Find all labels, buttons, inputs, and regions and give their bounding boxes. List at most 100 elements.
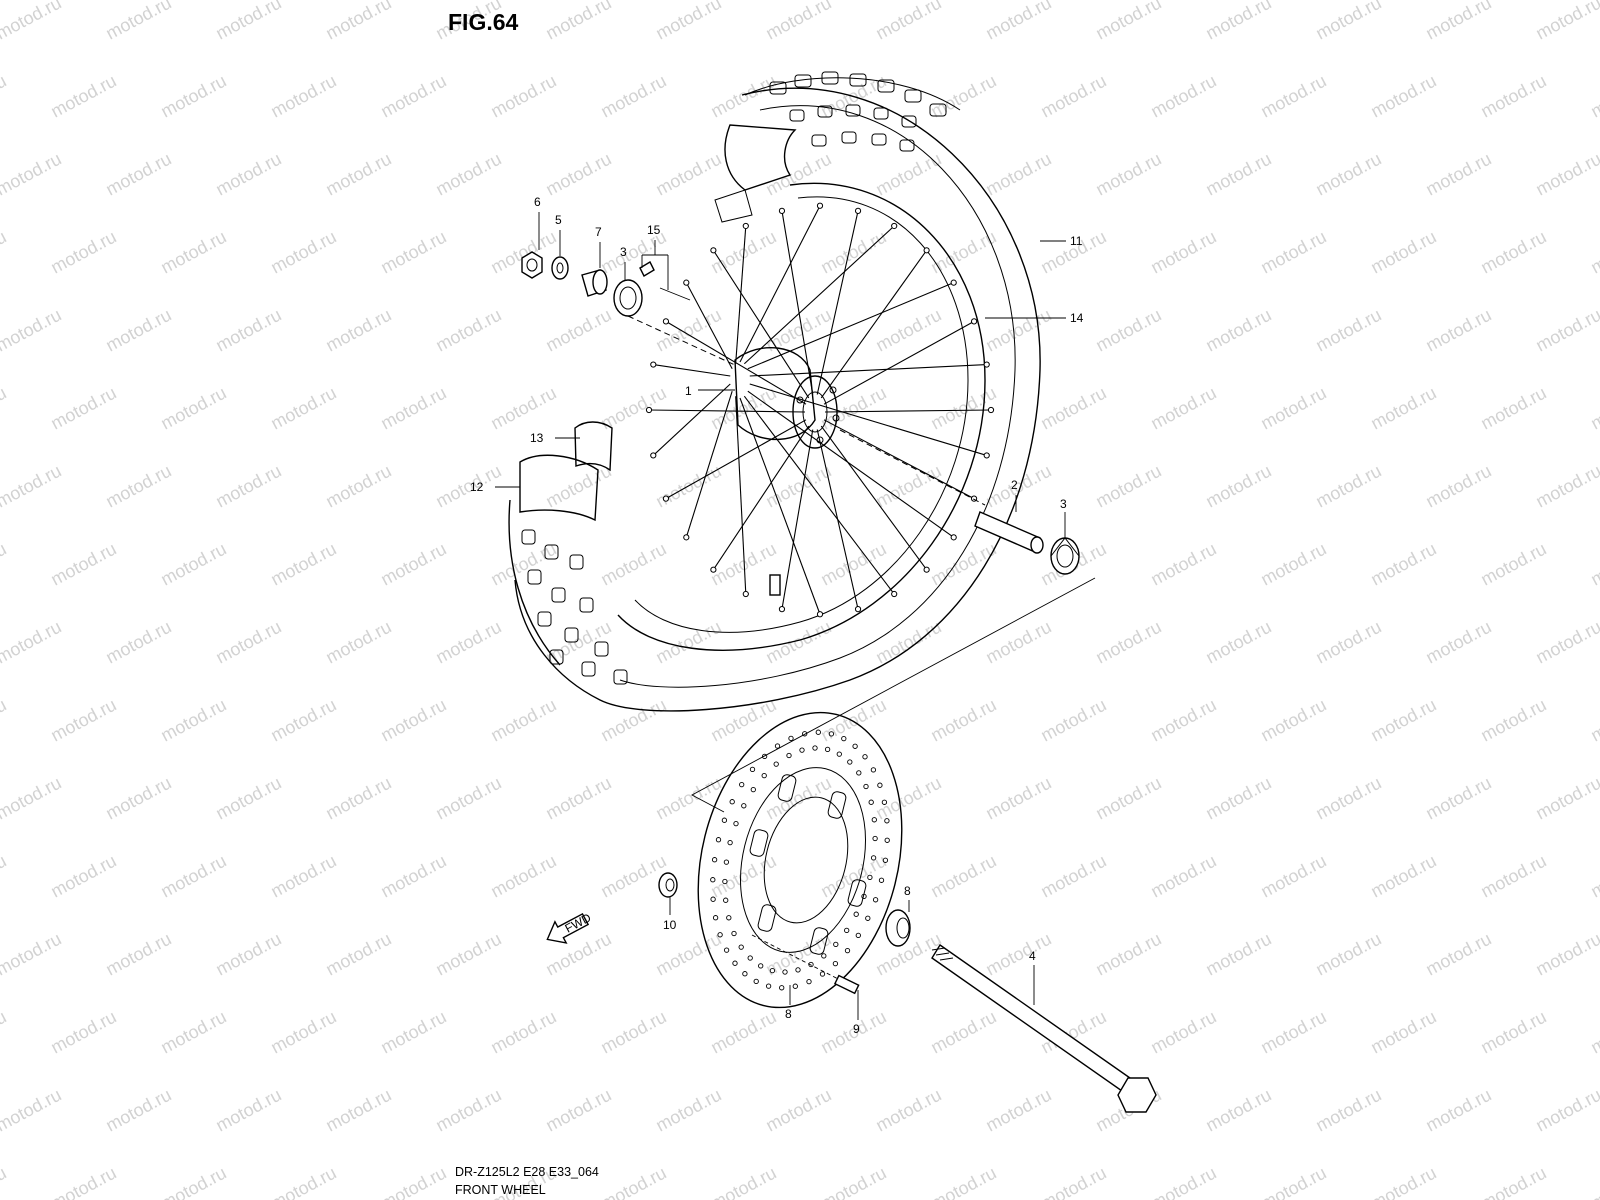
spoke — [781, 429, 814, 610]
watermark-text: motod.ru — [1037, 1163, 1109, 1200]
spoke — [747, 390, 955, 538]
disc-hole — [855, 932, 861, 939]
watermark-text: motod.ru — [597, 1007, 669, 1058]
watermark-text: motod.ru — [1587, 1163, 1600, 1200]
watermark-text: motod.ru — [817, 851, 889, 902]
watermark-text: motod.ru — [982, 617, 1054, 668]
disc-holes — [710, 729, 890, 991]
watermark-text: motod.ru — [487, 695, 559, 746]
watermark-text: motod.ru — [322, 929, 394, 980]
disc-hole — [862, 754, 868, 760]
watermark-text: motod.ru — [47, 227, 119, 278]
watermark-text: motod.ru — [1587, 383, 1600, 434]
axle — [931, 944, 1157, 1113]
spoke-nipple — [816, 202, 824, 209]
watermark-text: motod.ru — [762, 617, 834, 668]
watermark-text: motod.ru — [1587, 695, 1600, 746]
watermark-text: motod.ru — [1037, 71, 1109, 122]
watermark-text: motod.ru — [1147, 851, 1219, 902]
watermark-text: motod.ru — [1202, 773, 1274, 824]
watermark-text: motod.ru — [47, 539, 119, 590]
watermark-text: motod.ru — [1202, 461, 1274, 512]
watermark-text: motod.ru — [1367, 1007, 1439, 1058]
disc-hole — [742, 971, 748, 977]
fwd-label: FWD — [563, 910, 594, 935]
disc-hole — [884, 837, 890, 843]
watermark-text: motod.ru — [377, 695, 449, 746]
disc-hole — [815, 729, 821, 735]
watermark-text: motod.ru — [0, 617, 65, 668]
spoke-nipple — [650, 361, 657, 368]
watermark-text: motod.ru — [47, 1007, 119, 1058]
watermark-text: motod.ru — [1092, 461, 1164, 512]
spoke — [685, 282, 733, 370]
disc-hole — [882, 857, 889, 863]
spoke-nipple — [683, 534, 690, 541]
watermark-text: motod.ru — [1532, 0, 1600, 44]
watermark-text: motod.ru — [0, 695, 10, 746]
right-axle-stack — [839, 429, 1080, 575]
disc-hole — [769, 967, 776, 974]
watermark-text: motod.ru — [652, 1085, 724, 1136]
watermark-text: motod.ru — [1587, 1007, 1600, 1058]
callout-6: 6 — [534, 195, 541, 209]
disc-hole — [867, 874, 873, 881]
watermark-text: motod.ru — [1202, 305, 1274, 356]
front-wheel-illustration — [508, 71, 1041, 712]
callout-11: 11 — [1070, 234, 1083, 248]
spoke-nipple — [983, 452, 990, 459]
watermark-text: motod.ru — [0, 149, 65, 200]
spoke — [823, 320, 975, 405]
watermark-text: motod.ru — [102, 149, 174, 200]
watermark-text: motod.ru — [212, 773, 284, 824]
watermark-text: motod.ru — [542, 305, 614, 356]
watermark-text: motod.ru — [1257, 851, 1329, 902]
spoke-nipple — [970, 318, 978, 325]
disc-hole — [799, 747, 805, 753]
spoke-nipple — [778, 606, 786, 613]
disc-hole — [749, 766, 756, 773]
watermark-text: motod.ru — [1477, 695, 1549, 746]
disc-hole — [788, 735, 794, 742]
disc-hole — [779, 985, 785, 991]
spoke — [824, 409, 992, 413]
watermark-text: motod.ru — [1422, 149, 1494, 200]
tube — [519, 454, 599, 522]
disc-hole — [806, 978, 812, 985]
spoke-nipple — [778, 207, 786, 214]
watermark-text: motod.ru — [1312, 773, 1384, 824]
disc-hole — [832, 960, 839, 967]
brake-disc — [697, 711, 903, 1009]
watermark-text: motod.ru — [1147, 1007, 1219, 1058]
disc-hole — [723, 859, 730, 865]
watermark-text: motod.ru — [542, 1085, 614, 1136]
callout-12: 12 — [470, 480, 484, 494]
spoke-nipple — [923, 247, 930, 254]
spoke — [735, 396, 747, 595]
spoke-nipple — [923, 566, 930, 573]
spoke-nipple — [650, 452, 657, 459]
watermark-text: motod.ru — [1312, 305, 1384, 356]
spoke — [685, 391, 733, 538]
disc-hole — [774, 743, 781, 749]
watermark-text: motod.ru — [102, 461, 174, 512]
disc-hole — [729, 799, 735, 805]
callout-13: 13 — [530, 431, 544, 445]
watermark-text: motod.ru — [1587, 71, 1600, 122]
tire — [514, 87, 1041, 712]
watermark-text: motod.ru — [157, 851, 229, 902]
watermark-text: motod.ru — [652, 305, 724, 356]
disc-hole — [828, 731, 835, 737]
spoke — [743, 395, 895, 595]
watermark-text: motod.ru — [1532, 617, 1600, 668]
spoke-nipple — [983, 361, 990, 368]
watermark-text: motod.ru — [1092, 617, 1164, 668]
watermark-text: motod.ru — [377, 383, 449, 434]
spoke — [781, 210, 814, 395]
watermark-text: motod.ru — [707, 1163, 779, 1200]
watermark-text: motod.ru — [597, 539, 669, 590]
watermark-text: motod.ru — [1202, 617, 1274, 668]
nut — [521, 251, 543, 279]
watermark-text: motod.ru — [157, 71, 229, 122]
watermark-text: motod.ru — [1037, 851, 1109, 902]
